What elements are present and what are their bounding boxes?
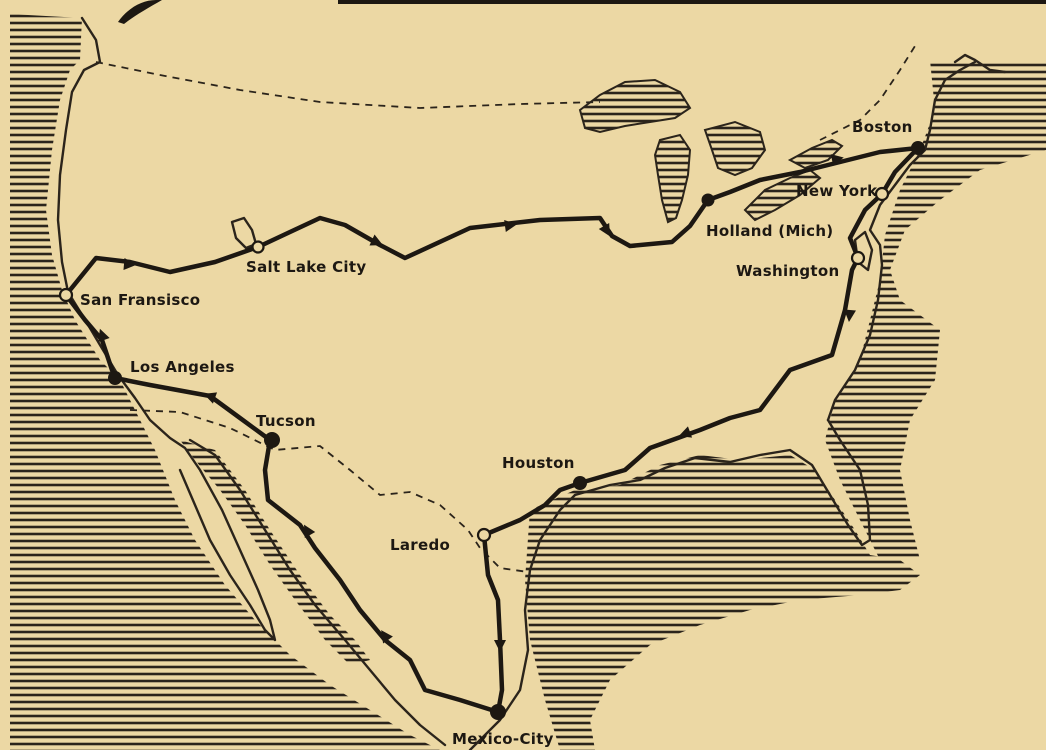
- city-marker-boston: [911, 141, 925, 155]
- mexico-east-coastline: [468, 493, 577, 750]
- top-frame-line: [338, 0, 1046, 4]
- mexico-west-coastline: [188, 438, 447, 747]
- city-marker-san-fransisco: [58, 287, 74, 303]
- city-marker-new-york: [874, 186, 890, 202]
- city-label-boston: Boston: [852, 118, 913, 136]
- travel-route-line: [63, 145, 921, 715]
- east-coastline: [826, 60, 977, 422]
- lake-michigan: [653, 133, 692, 224]
- canada-border: [95, 61, 601, 109]
- route-arrow-icon: [830, 154, 844, 166]
- route-arrow-icon: [678, 426, 693, 438]
- city-label-los-angeles: Los Angeles: [130, 358, 235, 376]
- city-label-salt-lake-city: Salt Lake City: [246, 258, 366, 276]
- city-marker-tucson: [264, 432, 280, 448]
- city-label-new-york: New York: [796, 182, 878, 200]
- lake-huron: [703, 120, 767, 177]
- city-label-washington: Washington: [736, 262, 839, 280]
- gulf-of-mexico-hatch: [525, 455, 920, 750]
- route-arrow-icon: [494, 640, 506, 652]
- city-label-tucson: Tucson: [256, 412, 316, 430]
- city-label-houston: Houston: [502, 454, 575, 472]
- route-arrow-icon: [203, 392, 218, 404]
- route-arrow-icon: [123, 258, 136, 270]
- lake-superior: [578, 78, 692, 134]
- city-marker-salt-lake-city: [251, 240, 265, 254]
- corner-swoosh-icon: [118, 0, 162, 24]
- route-arrow-icon: [304, 524, 316, 538]
- city-marker-laredo: [476, 527, 492, 543]
- city-label-holland-mich: Holland (Mich): [706, 222, 833, 240]
- city-label-san-fransisco: San Fransisco: [80, 291, 200, 309]
- route-arrow-icon: [369, 234, 383, 246]
- gulf-coastline: [573, 418, 872, 547]
- route-arrow-icon: [844, 309, 856, 322]
- city-marker-washington: [850, 250, 866, 266]
- west-coastline: [56, 16, 277, 642]
- route-arrow-icon: [98, 154, 856, 652]
- canada-border-east: [819, 45, 916, 141]
- route-arrow-icon: [504, 220, 517, 232]
- city-label-laredo: Laredo: [390, 536, 450, 554]
- city-label-mexico-city: Mexico-City: [452, 730, 554, 748]
- pacific-ocean-hatch: [10, 14, 440, 750]
- route-arrow-icon: [598, 223, 610, 237]
- lake-ontario: [787, 138, 844, 170]
- route-arrow-icon: [98, 328, 110, 343]
- city-marker-los-angeles: [108, 371, 122, 385]
- gulf-of-california-hatch: [180, 440, 370, 665]
- lake-erie: [743, 168, 822, 222]
- city-marker-holland-mich: [701, 193, 715, 207]
- atlantic-ocean-hatch: [825, 60, 1046, 560]
- city-marker-houston: [573, 476, 587, 490]
- mexico-border: [129, 409, 529, 573]
- route-arrow-icon: [381, 630, 393, 644]
- northeast-coastline: [953, 53, 1007, 74]
- city-marker-mexico-city: [490, 704, 506, 720]
